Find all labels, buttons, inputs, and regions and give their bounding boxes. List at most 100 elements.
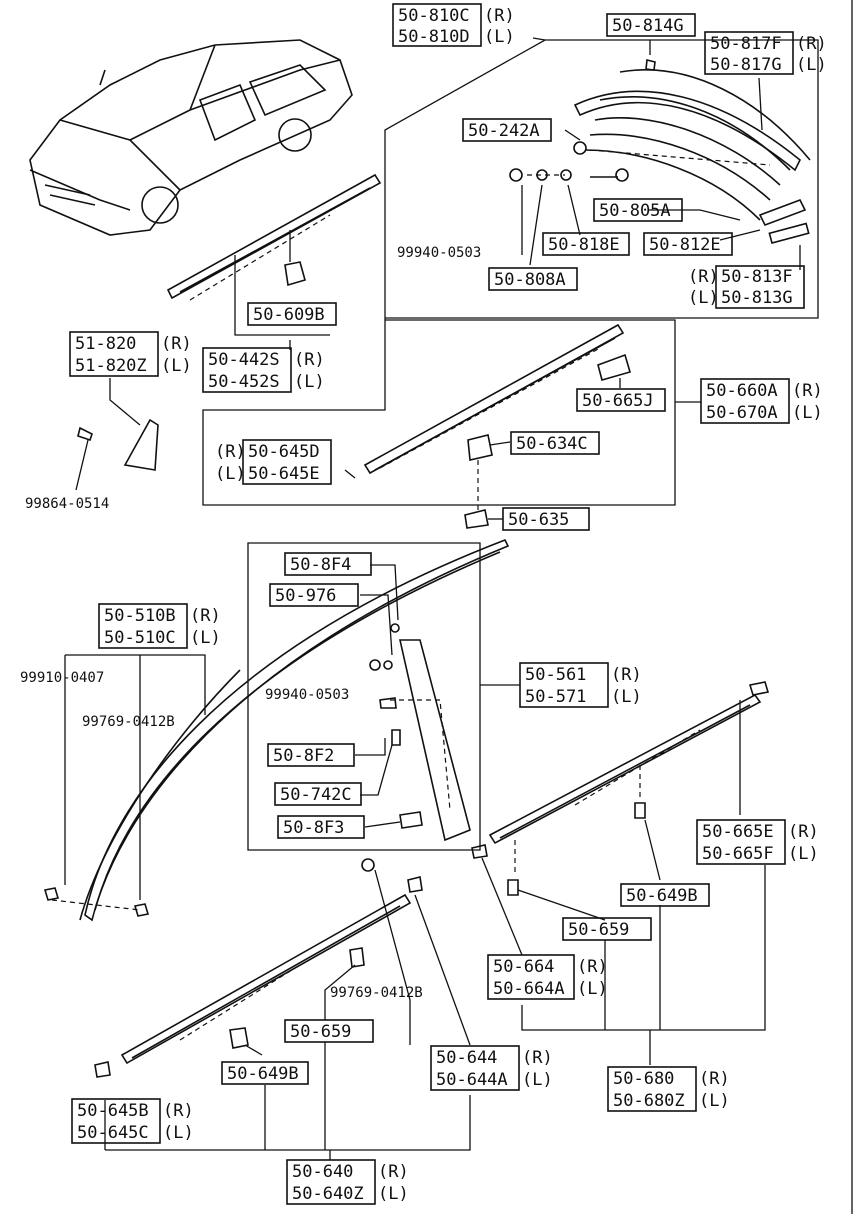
label-50-812E: 50-812E [643,232,733,256]
part-code: 50-442S [208,350,280,370]
part-code: 50-242A [468,121,540,141]
part-code: 50-561 [525,665,586,685]
label-50-818E: 50-818E [542,232,630,256]
side-marker: (L) [190,628,221,648]
side-marker: (L) [796,55,827,75]
part-code: 50-810C [398,6,470,26]
side-marker: (L) [788,844,819,864]
part-code: 50-510B [104,606,176,626]
side-marker: (R) [190,606,221,626]
label-50-813: (R) (L) 50-813F 50-813G [688,265,805,309]
label-50-665J: 50-665J [576,388,666,412]
label-50-634C: 50-634C [510,431,600,455]
label-50-808A: 50-808A [488,267,578,291]
center-pillar [355,564,471,842]
label-50-660A: 50-660A 50-670A (R) (L) [675,378,823,424]
side-marker: (L) [688,288,719,308]
part-code: 50-510C [104,628,176,648]
side-marker: (R) [796,34,827,54]
side-marker: (R) [294,350,325,370]
quarter-trim [75,378,159,491]
label-50-242A: 50-242A [462,118,552,142]
part-code: 50-680 [613,1069,674,1089]
label-50-442S: 50-442S 50-452S (R) (L) [202,347,325,393]
fastener-code: 99769-0412B [82,714,175,730]
label-50-649B-left: 50-649B [221,1061,309,1085]
label-51-820: 51-820 51-820Z (R) (L) [69,331,192,377]
side-marker: (R) [484,6,515,26]
side-marker: (R) [788,822,819,842]
label-50-664: 50-664 50-664A (R) (L) [487,954,608,1000]
side-marker: (R) [699,1069,730,1089]
part-code: 50-817G [710,55,782,75]
label-50-680: 50-680 50-680Z (R) (L) [607,1066,730,1112]
part-code: 50-814G [612,16,684,36]
side-marker: (R) [378,1162,409,1182]
fastener-code: 99940-0503 [265,687,349,703]
label-50-659-right: 50-659 [562,917,652,941]
label-50-645D: (R) (L) 50-645D 50-645E [215,439,332,485]
side-marker: (L) [215,464,246,484]
part-code: 50-660A [706,381,778,401]
part-code: 50-8F2 [273,746,334,766]
part-code: 50-670A [706,403,778,423]
label-50-8F4: 50-8F4 [284,552,372,576]
side-marker: (L) [611,687,642,707]
side-marker: (L) [294,372,325,392]
side-marker: (L) [163,1123,194,1143]
label-50-640: 50-640 50-640Z (R) (L) [286,1159,409,1205]
part-code: 50-645E [248,464,320,484]
side-marker: (L) [484,27,515,47]
part-code: 50-680Z [613,1091,685,1111]
label-50-635: 50-635 [488,507,590,531]
part-code: 50-976 [275,586,336,606]
label-50-649B-right: 50-649B [620,883,710,907]
side-marker: (R) [163,1101,194,1121]
side-marker: (R) [215,442,246,462]
rear-door-molding [471,681,770,1065]
part-code: 50-645C [77,1123,149,1143]
part-code: 50-742C [280,785,352,805]
part-code: 50-817F [710,34,782,54]
side-marker: (R) [611,665,642,685]
part-code: 50-8F4 [290,555,351,575]
part-code: 50-644A [436,1070,508,1090]
label-50-609B: 50-609B [247,302,337,326]
group-frames [202,37,819,851]
front-door-molding [94,858,471,1160]
label-50-814G: 50-814G [606,13,696,37]
belt-molding-upper [344,323,631,529]
fastener-code: 99940-0503 [397,245,481,261]
label-50-665E: 50-665E 50-665F (R) (L) [696,819,819,865]
fastener-code: 99864-0514 [25,496,109,512]
part-code: 50-649B [227,1064,299,1084]
part-code: 50-664 [493,957,554,977]
part-code: 50-818E [548,235,620,255]
part-code: 50-659 [568,920,629,940]
part-code: 50-810D [398,27,470,47]
label-50-659-left: 50-659 [284,1019,374,1043]
side-marker: (L) [699,1091,730,1111]
part-code: 50-452S [208,372,280,392]
label-50-805A: 50-805A [593,198,683,222]
car-illustration [29,39,353,236]
fastener-code: 99769-0412B [330,985,423,1001]
side-marker: (L) [792,403,823,423]
part-code: 50-812E [649,235,721,255]
part-code: 50-634C [516,434,588,454]
side-marker: (L) [522,1070,553,1090]
side-marker: (L) [161,356,192,376]
side-marker: (L) [378,1184,409,1204]
part-code: 50-609B [253,305,325,325]
part-code: 50-571 [525,687,586,707]
label-50-644: 50-644 50-644A (R) (L) [430,1045,553,1091]
leader-lines-top [521,40,801,270]
part-code: 50-649B [626,886,698,906]
roof-molding [166,173,382,350]
side-marker: (L) [577,979,608,999]
part-code: 50-813G [721,288,793,308]
label-50-976: 50-976 [269,583,359,607]
part-code: 50-640Z [292,1184,364,1204]
part-code: 50-645B [77,1101,149,1121]
